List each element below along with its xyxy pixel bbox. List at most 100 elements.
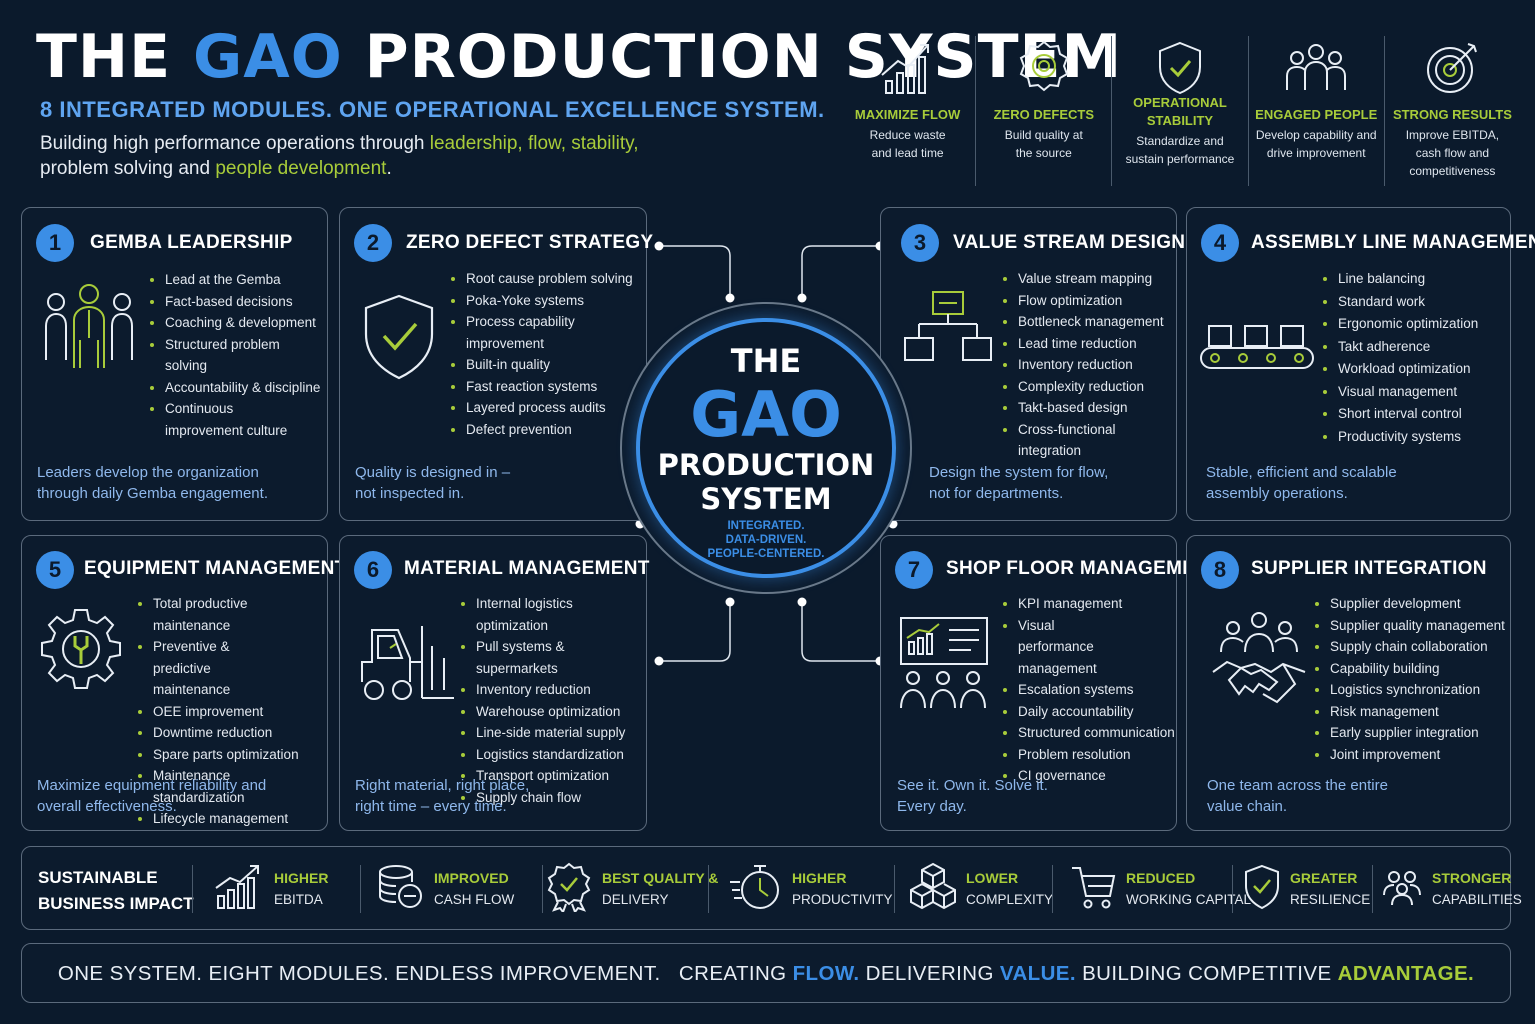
- pillar-title: ZERO DEFECTS: [993, 107, 1094, 122]
- list-item: Ergonomic optimization: [1323, 313, 1508, 336]
- pillars-row: MAXIMIZE FLOW Reduce waste and lead time…: [840, 36, 1520, 186]
- impact-desc: CAPABILITIES: [1432, 892, 1522, 907]
- shield-check-icon: [360, 292, 438, 387]
- list-item: Maintenance standardization: [138, 765, 323, 808]
- shield-check-icon: [1244, 864, 1280, 915]
- impact-title: BEST QUALITY &: [602, 870, 719, 886]
- list-item: Pull systems & supermarkets: [461, 636, 646, 679]
- banner-part: BUILDING COMPETITIVE: [1075, 962, 1338, 985]
- impact-desc: COMPLEXITY: [966, 892, 1054, 907]
- page-title: THE GAO PRODUCTION SYSTEM: [36, 22, 1122, 92]
- center-tag: INTEGRATED.: [727, 520, 805, 532]
- list-item: Value stream mapping: [1003, 268, 1178, 290]
- flow-diagram-icon: [903, 288, 995, 373]
- list-item: OEE improvement: [138, 701, 323, 723]
- pillar-desc: Build quality at the source: [1004, 128, 1083, 160]
- list-item: Capability building: [1315, 658, 1510, 680]
- intro-part: .: [386, 158, 392, 179]
- list-item: Lifecycle management: [138, 808, 323, 830]
- banner-highlight: VALUE.: [999, 962, 1076, 985]
- intro-part: Building high performance operations thr…: [40, 133, 430, 154]
- title-prefix: THE: [36, 22, 194, 92]
- module-card-3: 3 VALUE STREAM DESIGN Value stream mappi…: [880, 207, 1185, 521]
- module-title: SHOP FLOOR MANAGEMENT: [946, 558, 1222, 579]
- divider: [894, 865, 895, 913]
- list-item: Built-in quality: [451, 354, 643, 376]
- divider: [1232, 865, 1233, 913]
- impact-desc: PRODUCTIVITY: [792, 892, 893, 907]
- pillar-title: MAXIMIZE FLOW: [854, 107, 961, 122]
- list-item: Transport optimization: [461, 765, 646, 787]
- banner-part: ONE SYSTEM. EIGHT MODULES. ENDLESS IMPRO…: [57, 962, 661, 985]
- intro-part: problem solving and: [40, 158, 216, 179]
- banner-highlight: FLOW.: [792, 962, 860, 985]
- pillar-strong-results: STRONG RESULTS Improve EBITDA, cash flow…: [1383, 36, 1520, 186]
- module-card-1: 1 GEMBA LEADERSHIP Lead at the Gemba Fac…: [21, 207, 328, 521]
- pillar-title: ENGAGED PEOPLE: [1255, 107, 1378, 122]
- banner-part: DELIVERING: [859, 962, 1000, 985]
- module-footer: Maximize equipment reliability and overa…: [37, 777, 267, 815]
- module-number: 6: [354, 551, 392, 589]
- list-item: Takt-based design: [1003, 397, 1178, 419]
- impact-title: REDUCED: [1126, 870, 1196, 886]
- cubes-icon: [910, 862, 956, 917]
- module-title: EQUIPMENT MANAGEMENT: [84, 558, 347, 579]
- list-item: Supply chain flow: [461, 787, 646, 809]
- pillar-title: STRONG RESULTS: [1392, 107, 1512, 122]
- list-item: Fast reaction systems: [451, 376, 643, 398]
- list-item: Complexity reduction: [1003, 376, 1178, 398]
- impact-title: GREATER: [1290, 870, 1358, 886]
- module-number: 7: [895, 551, 933, 589]
- center-tag: PEOPLE-CENTERED.: [707, 548, 825, 560]
- module-footer: Leaders develop the organization through…: [37, 464, 268, 502]
- pillar-operational-stability: OPERATIONAL STABILITY Standardize and su…: [1111, 36, 1247, 186]
- module-title: GEMBA LEADERSHIP: [90, 232, 293, 253]
- impact-desc: CASH FLOW: [434, 892, 515, 907]
- module-items: Root cause problem solving Poka-Yoke sys…: [451, 268, 643, 440]
- intro-highlight: people development: [215, 158, 387, 179]
- list-item: CI governance: [1003, 765, 1178, 787]
- pillar-engaged-people: ENGAGED PEOPLE Develop capability and dr…: [1247, 36, 1384, 186]
- list-item: Problem resolution: [1003, 744, 1178, 766]
- divider: [708, 865, 709, 913]
- list-item: Fact-based decisions: [150, 291, 322, 313]
- title-suffix: PRODUCTION SYSTEM: [342, 22, 1123, 92]
- list-item: Logistics synchronization: [1315, 679, 1510, 701]
- impact-item: BEST QUALITY &DELIVERY: [546, 861, 718, 917]
- list-item: Coaching & development: [150, 312, 322, 334]
- module-title: ASSEMBLY LINE MANAGEMENT: [1251, 232, 1535, 253]
- list-item: Flow optimization: [1003, 290, 1178, 312]
- list-item: Preventive & predictive maintenance: [138, 636, 288, 701]
- pillar-desc: Improve EBITDA, cash flow and competitiv…: [1405, 128, 1500, 178]
- list-item: Bottleneck management: [1003, 311, 1178, 333]
- module-number: 4: [1201, 224, 1239, 262]
- impact-desc: EBITDA: [274, 892, 323, 907]
- list-item: Warehouse optimization: [461, 701, 646, 723]
- list-item: Supply chain collaboration: [1315, 636, 1510, 658]
- impact-title: HIGHER: [274, 870, 329, 886]
- module-number: 3: [901, 224, 939, 262]
- list-item: Lead at the Gemba: [150, 269, 322, 291]
- list-item: Logistics standardization: [461, 744, 646, 766]
- page-subtitle: 8 INTEGRATED MODULES. ONE OPERATIONAL EX…: [40, 97, 825, 122]
- pillar-zero-defects: ZERO DEFECTS Build quality at the source: [975, 36, 1111, 186]
- module-items: Line balancing Standard work Ergonomic o…: [1323, 268, 1508, 448]
- center-emblem: [636, 318, 896, 578]
- module-number: 1: [36, 224, 74, 262]
- list-item: Inventory reduction: [461, 679, 646, 701]
- module-card-5: 5 EQUIPMENT MANAGEMENT Total productive …: [21, 535, 346, 831]
- module-footer: Stable, efficient and scalable assembly …: [1206, 464, 1397, 502]
- pillar-desc: Develop capability and drive improvement: [1255, 128, 1377, 160]
- list-item: Continuous improvement culture: [150, 398, 310, 441]
- list-item: Lead time reduction: [1003, 333, 1178, 355]
- pillar-desc: Reduce waste and lead time: [869, 128, 946, 160]
- gear-wrench-icon: [38, 606, 124, 697]
- center-gao: GAO: [690, 378, 842, 451]
- divider: [542, 865, 543, 913]
